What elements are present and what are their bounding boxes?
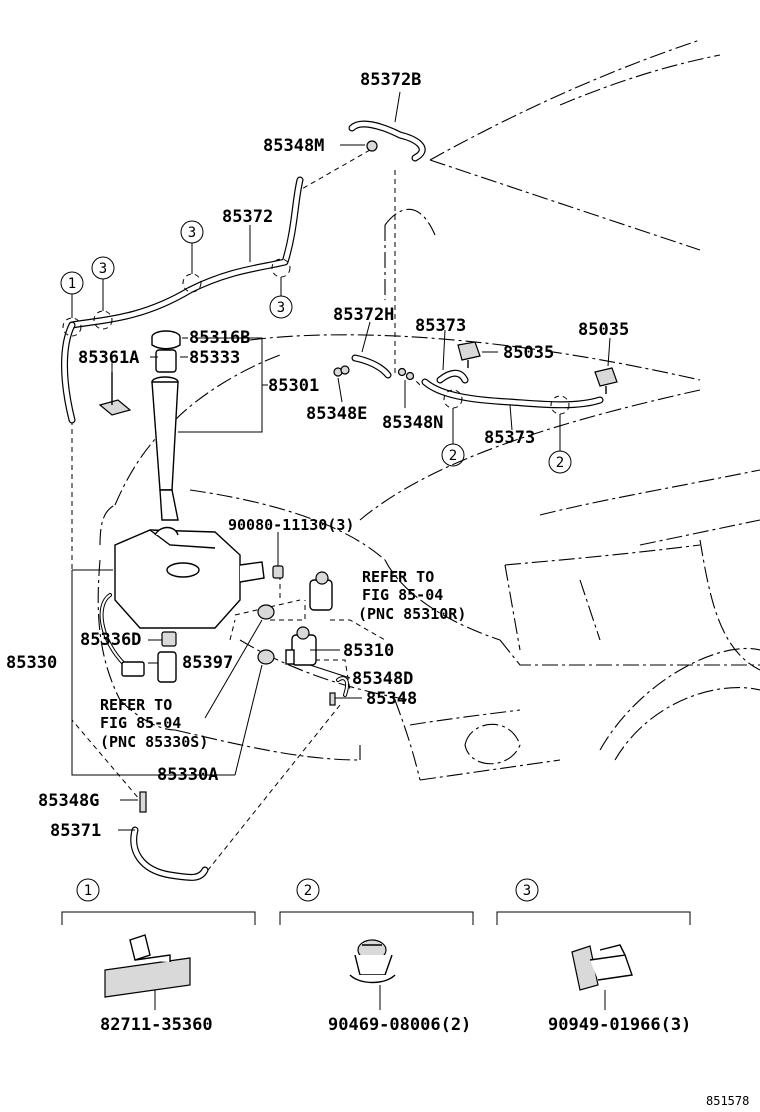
leader-lines xyxy=(71,91,611,831)
routing-lines xyxy=(71,149,421,881)
label-85361A: 85361A xyxy=(78,348,139,368)
clip-90949-01966 xyxy=(571,944,633,991)
label-85333: 85333 xyxy=(189,348,240,368)
filler-cap-85316B xyxy=(151,330,181,350)
svg-text:2: 2 xyxy=(556,455,564,471)
label-85035-upper: 85035 xyxy=(578,320,629,340)
svg-text:3: 3 xyxy=(188,225,196,241)
label-85348E: 85348E xyxy=(306,404,367,424)
svg-text:3: 3 xyxy=(277,300,285,316)
fitting-85348E xyxy=(333,365,350,377)
svg-text:FIG 85-04: FIG 85-04 xyxy=(100,714,181,732)
filler-neck-85333 xyxy=(155,349,177,373)
svg-text:2: 2 xyxy=(304,883,312,899)
hose-85372 xyxy=(68,176,304,329)
bracket-85361A xyxy=(98,372,132,416)
label-85035-center: 85035 xyxy=(503,343,554,363)
filler-pipe-85301 xyxy=(151,376,179,521)
label-85348: 85348 xyxy=(366,689,417,709)
svg-text:FIG 85-04: FIG 85-04 xyxy=(362,586,443,604)
inset-item-1: 1 82711-35360 xyxy=(61,878,256,1035)
label-85348G: 85348G xyxy=(38,791,99,811)
label-85348M: 85348M xyxy=(263,136,324,156)
label-85372H: 85372H xyxy=(333,305,394,325)
figure-number: 851578 xyxy=(706,1094,749,1108)
label-85330A: 85330A xyxy=(157,765,218,785)
label-85373-upper: 85373 xyxy=(415,316,466,336)
grommet-85330A-lower xyxy=(257,649,275,665)
vehicle-outline xyxy=(97,39,760,781)
callout-3-a: 3 xyxy=(91,256,115,311)
label-85336D: 85336D xyxy=(80,630,141,650)
label-85348N: 85348N xyxy=(382,413,443,433)
svg-text:1: 1 xyxy=(68,276,76,292)
level-sensor-85397 xyxy=(121,651,177,683)
callout-2-a: 2 xyxy=(441,408,465,467)
fitting-85348N xyxy=(397,367,415,381)
grommet-85336D xyxy=(161,631,177,647)
washer-tank-85330 xyxy=(114,526,265,629)
label-85371: 85371 xyxy=(50,821,101,841)
svg-text:(PNC 85330S): (PNC 85330S) xyxy=(100,733,208,751)
hose-85371 xyxy=(130,826,209,881)
inset-item-3: 3 90949-01966(3) xyxy=(496,878,691,1035)
callout-2-b: 2 xyxy=(548,414,572,474)
reference-note-85310R: REFER TO FIG 85-04 (PNC 85310R) xyxy=(358,568,466,623)
hose-clamp-markers xyxy=(62,258,570,415)
reference-note-85330S: REFER TO FIG 85-04 (PNC 85330S) xyxy=(100,696,208,751)
label-85373-lower: 85373 xyxy=(484,428,535,448)
washer-nozzle-85035-right xyxy=(594,367,618,394)
svg-text:REFER TO: REFER TO xyxy=(100,696,172,714)
label-85316B: 85316B xyxy=(189,328,250,348)
svg-text:3: 3 xyxy=(99,261,107,277)
label-85372B: 85372B xyxy=(360,70,421,90)
hose-85348D xyxy=(336,676,349,697)
hose-85373 xyxy=(421,369,604,409)
bolt-90080 xyxy=(272,565,284,579)
part-number-82711-35360: 82711-35360 xyxy=(100,1015,213,1035)
inset-item-2: 2 90469-08006(2) xyxy=(279,878,474,1035)
callout-3-b: 3 xyxy=(180,220,204,274)
clip-82711-35360 xyxy=(104,934,191,998)
tank-hose-loop xyxy=(99,593,127,667)
callout-1-a: 1 xyxy=(60,271,84,318)
hose-left-drop xyxy=(61,321,76,424)
part-number-90469-08006: 90469-08006(2) xyxy=(328,1015,471,1035)
hose-85372H xyxy=(351,354,392,379)
callout-3-c: 3 xyxy=(269,277,293,319)
fitting-85348G xyxy=(139,791,147,813)
washer-pump-85310 xyxy=(285,626,317,666)
fitting-85348 xyxy=(329,692,336,706)
svg-text:3: 3 xyxy=(523,883,531,899)
label-85348D: 85348D xyxy=(352,669,413,689)
svg-text:(PNC 85310R): (PNC 85310R) xyxy=(358,605,466,623)
label-90080-11130: 90080-11130(3) xyxy=(228,516,354,534)
label-85330: 85330 xyxy=(6,653,57,673)
label-85310: 85310 xyxy=(343,641,394,661)
part-number-90949-01966: 90949-01966(3) xyxy=(548,1015,691,1035)
washer-nozzle-85035-center xyxy=(457,341,481,368)
washer-pump-upper xyxy=(309,571,333,611)
label-85397: 85397 xyxy=(182,653,233,673)
label-85301: 85301 xyxy=(268,376,319,396)
fitting-85348M xyxy=(366,140,378,152)
hose-85372B xyxy=(348,120,426,162)
svg-text:REFER TO: REFER TO xyxy=(362,568,434,586)
label-85372: 85372 xyxy=(222,207,273,227)
grommet-85330A-upper xyxy=(257,604,275,620)
svg-text:2: 2 xyxy=(449,448,457,464)
clip-90469-08006 xyxy=(349,939,396,984)
svg-text:1: 1 xyxy=(84,883,92,899)
